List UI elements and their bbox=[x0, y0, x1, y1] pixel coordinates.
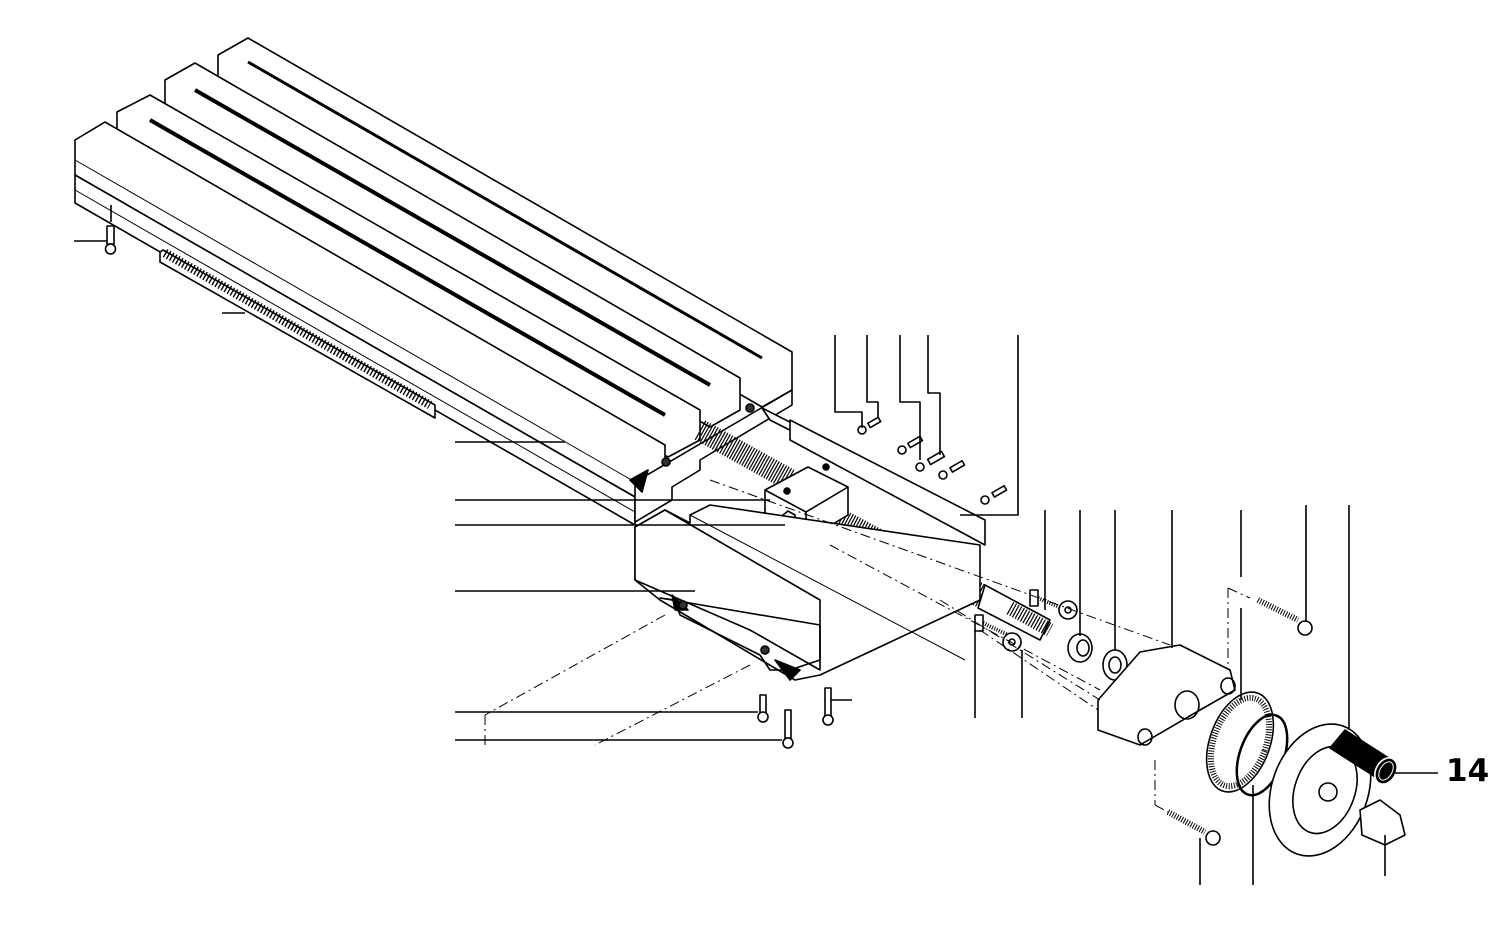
handwheel-assembly bbox=[1205, 691, 1406, 857]
bottom-screws bbox=[757, 687, 852, 749]
long-screws bbox=[1166, 597, 1313, 846]
bearing-parts bbox=[974, 589, 1236, 746]
scale-strip bbox=[159, 249, 436, 419]
screw-left bbox=[74, 205, 117, 255]
t-slot-table bbox=[74, 37, 793, 526]
callout-label-14: 14 bbox=[1446, 753, 1490, 789]
gib-screws bbox=[857, 416, 1008, 505]
cross-slide bbox=[634, 407, 986, 717]
leader-lines bbox=[455, 335, 1438, 885]
center-lines bbox=[484, 479, 1251, 813]
